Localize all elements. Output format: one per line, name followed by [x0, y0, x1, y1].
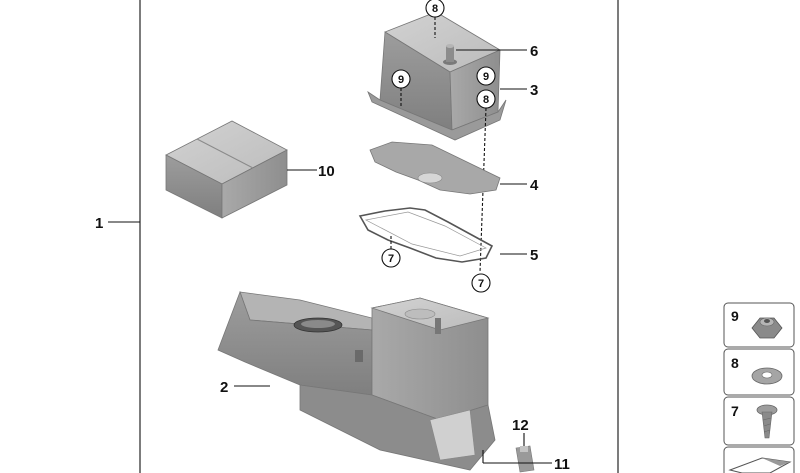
legend-number-8: 8	[731, 355, 739, 371]
part-12-bracket	[515, 445, 535, 473]
part-5-gasket	[358, 207, 494, 263]
screw-icon	[756, 404, 778, 439]
hex-nut-icon	[751, 317, 783, 339]
label-12: 12	[512, 417, 529, 434]
label-10: 10	[318, 163, 335, 180]
callout-7-left: 7	[388, 253, 394, 265]
part-10-box	[165, 120, 288, 219]
callout-7-right: 7	[478, 278, 484, 290]
callout-8-right: 8	[483, 94, 489, 106]
label-4: 4	[530, 177, 539, 194]
arrow-icon	[728, 457, 792, 473]
callout-9-left: 9	[398, 74, 404, 86]
label-3: 3	[530, 82, 538, 99]
callout-circle-9-right	[476, 66, 496, 86]
legend-number-7: 7	[731, 403, 739, 419]
part-2-body	[217, 290, 496, 471]
label-5: 5	[530, 247, 538, 264]
callout-9-right: 9	[483, 71, 489, 83]
legend-number-9: 9	[731, 308, 739, 324]
hardware-legend: 9 8 7	[723, 302, 795, 473]
part-4-plate	[369, 141, 501, 195]
callout-circle-7-left	[381, 248, 401, 268]
washer-icon	[751, 367, 783, 385]
label-1: 1	[95, 215, 103, 232]
label-11: 11	[554, 456, 570, 473]
label-2: 2	[220, 379, 228, 396]
label-6: 6	[530, 43, 538, 60]
callout-8-top: 8	[432, 3, 438, 15]
callout-circle-7-right	[471, 273, 491, 293]
